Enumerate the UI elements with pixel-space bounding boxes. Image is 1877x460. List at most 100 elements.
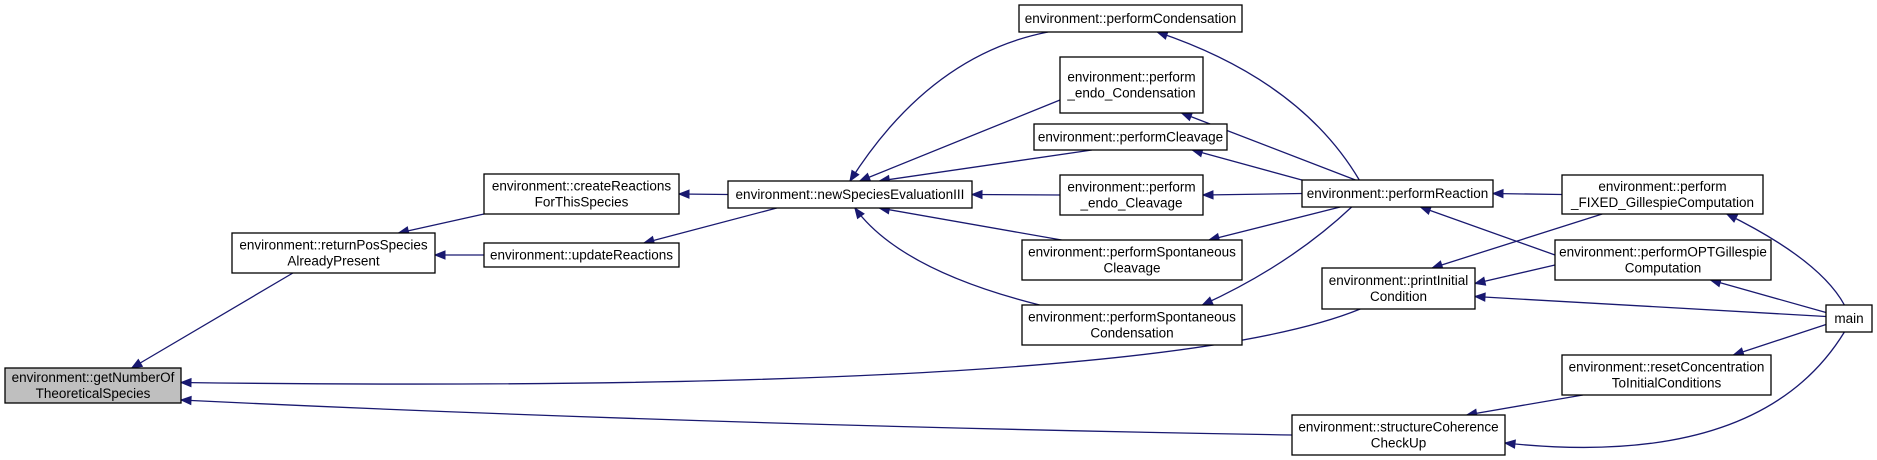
edge-line: [1431, 213, 1603, 269]
node-box[interactable]: [1825, 304, 1873, 333]
node-endoCleavage[interactable]: environment::perform_endo_Cleavage: [1059, 174, 1204, 216]
node-label: AlreadyPresent: [287, 254, 380, 269]
node-box[interactable]: [1059, 56, 1204, 114]
edge-performReaction-to-spontCleavage: [1207, 206, 1341, 243]
node-spontCondensation[interactable]: environment::performSpontaneousCondensat…: [1021, 304, 1243, 346]
edge-line: [854, 207, 1040, 306]
edge-line: [1208, 206, 1341, 241]
node-box[interactable]: [727, 180, 973, 209]
node-createReactions[interactable]: environment::createReactionsForThisSpeci…: [483, 173, 680, 215]
edge-line: [859, 99, 1061, 182]
node-label: Computation: [1625, 261, 1702, 276]
edge-line: [1474, 264, 1556, 285]
edge-line: [1504, 331, 1845, 449]
node-box[interactable]: [1301, 179, 1494, 208]
arrowhead: [858, 172, 872, 182]
edge-line: [879, 149, 1092, 182]
node-label: environment::newSpeciesEvaluationIII: [736, 187, 965, 202]
node-label: environment::returnPosSpecies: [239, 238, 428, 253]
node-box[interactable]: [1561, 354, 1772, 396]
edge-printInitial-to-getNumberOf: [179, 308, 1361, 388]
arrowhead: [179, 395, 192, 406]
node-performReaction[interactable]: environment::performReaction: [1301, 179, 1494, 208]
node-box[interactable]: [1033, 123, 1228, 151]
node-box[interactable]: [1321, 267, 1476, 310]
node-updateReactions[interactable]: environment::updateReactions: [483, 242, 680, 268]
edge-line: [971, 193, 1061, 196]
node-box[interactable]: [231, 232, 436, 274]
node-performCleavage[interactable]: environment::performCleavage: [1033, 123, 1228, 151]
arrowhead: [433, 250, 446, 260]
edge-line: [1474, 295, 1827, 318]
node-endoCondensation[interactable]: environment::perform_endo_Condensation: [1059, 56, 1204, 114]
edge-line: [1420, 206, 1556, 256]
edge-spontCleavage-to-newSpecies: [877, 205, 1062, 241]
edge-main-to-fixedGillespie: [1725, 213, 1845, 306]
arrowhead: [1473, 292, 1486, 302]
edge-returnPos-to-getNumberOf: [130, 272, 294, 369]
node-newSpecies[interactable]: environment::newSpeciesEvaluationIII: [727, 180, 973, 209]
node-label: environment::perform: [1067, 180, 1195, 195]
node-box[interactable]: [1554, 239, 1772, 281]
arrowhead: [1201, 296, 1214, 306]
node-main[interactable]: main: [1825, 304, 1873, 333]
node-box[interactable]: [1018, 4, 1243, 33]
node-label: Condensation: [1090, 326, 1173, 341]
node-label: environment::getNumberOf: [12, 370, 175, 385]
arrowhead: [1503, 439, 1516, 449]
node-label: Condition: [1370, 289, 1427, 304]
edge-newSpecies-to-createReactions: [677, 189, 729, 199]
arrowhead: [854, 206, 865, 220]
node-label: environment::printInitial: [1329, 273, 1469, 288]
node-label: ToInitialConditions: [1612, 376, 1722, 391]
edge-performCondensation-to-newSpecies: [849, 31, 1049, 183]
node-label: TheoreticalSpecies: [36, 386, 151, 401]
arrowhead: [1491, 188, 1504, 199]
edge-performReaction-to-endoCleavage: [1201, 190, 1303, 200]
edge-main-to-optGillespie: [1709, 278, 1827, 314]
node-box[interactable]: [1021, 239, 1243, 281]
node-getNumberOf[interactable]: environment::getNumberOfTheoreticalSpeci…: [4, 367, 182, 404]
node-box[interactable]: [483, 173, 680, 215]
node-box[interactable]: [1059, 174, 1204, 216]
node-returnPos[interactable]: environment::returnPosSpeciesAlreadyPres…: [231, 232, 436, 274]
node-resetConcentration[interactable]: environment::resetConcentrationToInitial…: [1561, 354, 1772, 396]
edge-line: [1710, 279, 1827, 314]
edge-optGillespie-to-performReaction: [1419, 206, 1556, 256]
node-box[interactable]: [1021, 304, 1243, 346]
arrowhead: [1725, 213, 1739, 223]
node-fixedGillespie[interactable]: environment::perform_FIXED_GillespieComp…: [1561, 174, 1764, 215]
node-label: Cleavage: [1103, 261, 1160, 276]
node-box[interactable]: [1291, 414, 1506, 456]
node-label: environment::structureCoherence: [1298, 420, 1498, 435]
node-label: environment::resetConcentration: [1569, 360, 1765, 375]
node-performCondensation[interactable]: environment::performCondensation: [1018, 4, 1243, 33]
node-box[interactable]: [483, 242, 680, 268]
arrowhead: [1473, 276, 1487, 286]
node-label: environment::perform: [1598, 179, 1726, 194]
node-label: _FIXED_GillespieComputation: [1570, 195, 1754, 210]
edge-line: [1192, 149, 1323, 187]
node-box[interactable]: [1561, 174, 1764, 215]
node-label: environment::createReactions: [492, 179, 672, 194]
edge-line: [1466, 394, 1584, 416]
edge-line: [849, 31, 1049, 182]
node-label: environment::performCleavage: [1038, 130, 1223, 145]
node-label: environment::performReaction: [1307, 186, 1489, 201]
edge-line: [643, 207, 777, 244]
arrowhead: [1201, 190, 1214, 200]
edge-line: [1726, 213, 1845, 306]
arrowhead: [970, 189, 983, 200]
node-optGillespie[interactable]: environment::performOPTGillespieComputat…: [1554, 239, 1772, 281]
node-label: environment::performOPTGillespie: [1559, 245, 1767, 260]
arrowhead: [677, 189, 690, 199]
edge-line: [1202, 206, 1353, 306]
edge-spontCondensation-to-newSpecies: [854, 206, 1040, 306]
node-box[interactable]: [4, 367, 182, 404]
edge-line: [180, 308, 1361, 385]
edge-line: [180, 399, 1293, 436]
node-label: environment::updateReactions: [490, 248, 673, 263]
